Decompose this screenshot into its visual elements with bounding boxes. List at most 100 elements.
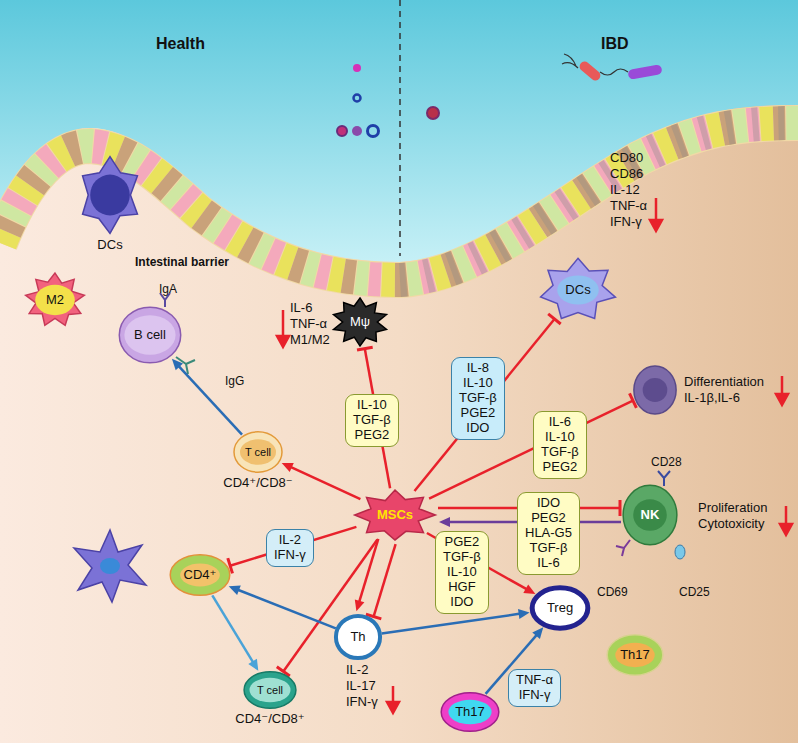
cell-label: NK: [641, 508, 660, 523]
cell-caption: Differentiation IL-1β,IL-6: [684, 374, 764, 406]
annotation-label: IgG: [225, 373, 244, 389]
text-line: IL-8: [459, 361, 497, 376]
nucleus: [124, 315, 175, 354]
arrow-head: [523, 584, 535, 594]
arrow-head: [355, 599, 365, 611]
arrow-head: [248, 659, 258, 671]
text-line: IL-10: [541, 430, 579, 445]
cd25-receptor: [675, 545, 685, 559]
cell-label: DCs: [565, 283, 590, 298]
arrow-head: [387, 702, 399, 713]
cell-label: CD4⁺: [184, 568, 217, 583]
text-line: TGF-β: [459, 391, 497, 406]
text-line: IL-2: [274, 533, 306, 548]
connector: [212, 595, 258, 671]
arrow-head: [277, 336, 289, 347]
text-line: HLA-G5: [525, 526, 572, 541]
connector-line: [230, 527, 356, 566]
factor-box: IL-2 IFN-γ: [266, 529, 314, 567]
cell-label: Th: [350, 630, 365, 645]
cell-label: B cell: [134, 328, 166, 343]
factor-list: IL-2 IFN-γ: [274, 533, 306, 563]
cell-body: [607, 635, 663, 675]
nucleus: [615, 643, 654, 667]
cell-body: [623, 485, 677, 545]
annotation-label: IL-2 IL-17 IFN-γ: [346, 662, 378, 710]
text-line: IDO: [443, 595, 481, 610]
text-line: TNF-α: [516, 673, 553, 688]
cell-body: [441, 693, 499, 731]
epithelial-cells: [0, 123, 798, 280]
cell-body: [119, 307, 180, 363]
bacterium: [562, 54, 602, 83]
cell-body: [532, 588, 588, 628]
epithelium: [0, 123, 798, 280]
text-line: IL-17: [346, 678, 378, 694]
cell-body: [170, 555, 230, 595]
epithelium-band: [0, 123, 798, 280]
damaged-epithelium: [400, 123, 798, 280]
cell-node: Mψ: [331, 297, 389, 347]
cell-node: T cellCD4⁺/CD8⁻: [233, 431, 283, 473]
particle: [368, 126, 379, 137]
dendritic-cell-body: [74, 530, 146, 602]
annotation-label: CD80 CD86 IL-12 TNF-α IFN-γ: [610, 150, 647, 230]
text-line: IFN-γ: [346, 694, 378, 710]
arrow-head: [518, 609, 530, 619]
cell-node: CD4⁺: [169, 554, 231, 596]
decrease-arrows: [277, 198, 792, 713]
factor-box: IL-6 IL-10 TGF-β PEG2: [533, 411, 587, 479]
connector-line: [237, 590, 336, 629]
nucleus: [100, 558, 120, 574]
connector: [366, 544, 396, 619]
epithelial-cells: [0, 123, 798, 280]
decrease-arrow: [655, 198, 658, 222]
annotation-label: IgA: [159, 281, 177, 297]
cell-label: T cell: [257, 684, 283, 697]
text-line: IL-1β,IL-6: [684, 390, 764, 406]
connector: [172, 359, 242, 435]
text-line: PGE2: [443, 535, 481, 550]
arrow-head: [229, 586, 241, 595]
arrow-head: [776, 394, 788, 405]
cell-label: T cell: [245, 446, 271, 459]
text-line: IL-10: [459, 376, 497, 391]
nucleus: [557, 275, 599, 304]
cell-label: Th17: [455, 705, 485, 720]
nucleus: [643, 378, 668, 402]
particle: [352, 126, 362, 136]
nucleus: [35, 285, 75, 315]
text-line: Cytotoxicity: [698, 516, 767, 532]
nucleus: [90, 175, 130, 216]
annotation-label: IL-6 TNF-α M1/M2: [290, 300, 330, 348]
connector-line: [359, 539, 378, 603]
bacterium: [600, 64, 663, 80]
text-line: IFN-γ: [274, 548, 306, 563]
epithelial-cells: [0, 123, 798, 280]
text-line: IDO: [525, 496, 572, 511]
cell-node: Th17: [606, 634, 664, 676]
factor-list: IL-6 IL-10 TGF-β PEG2: [541, 415, 579, 475]
cell-node: B cell: [118, 306, 182, 364]
factor-list: PGE2 TGF-β IL-10 HGF IDO: [443, 535, 481, 610]
text-line: TNF-α: [610, 198, 647, 214]
factor-list: IDO PEG2 HLA-G5 TGF-β IL-6: [525, 496, 572, 571]
text-line: HGF: [443, 580, 481, 595]
cell-caption: DCs: [97, 237, 122, 253]
annotation-label: CD28: [651, 454, 682, 470]
cell-node: Th: [335, 615, 381, 659]
text-line: IL-6: [541, 415, 579, 430]
text-line: IFN-γ: [610, 214, 647, 230]
factor-box: TNF-α IFN-γ: [508, 669, 561, 707]
cell-body: [336, 616, 380, 658]
inhibition-bar: [619, 500, 622, 516]
text-line: PGE2: [459, 406, 497, 421]
cell-body: [83, 157, 138, 234]
cell-label: Th17: [620, 648, 650, 663]
cell-label: M2: [46, 293, 64, 308]
text-line: TNF-α: [290, 316, 330, 332]
